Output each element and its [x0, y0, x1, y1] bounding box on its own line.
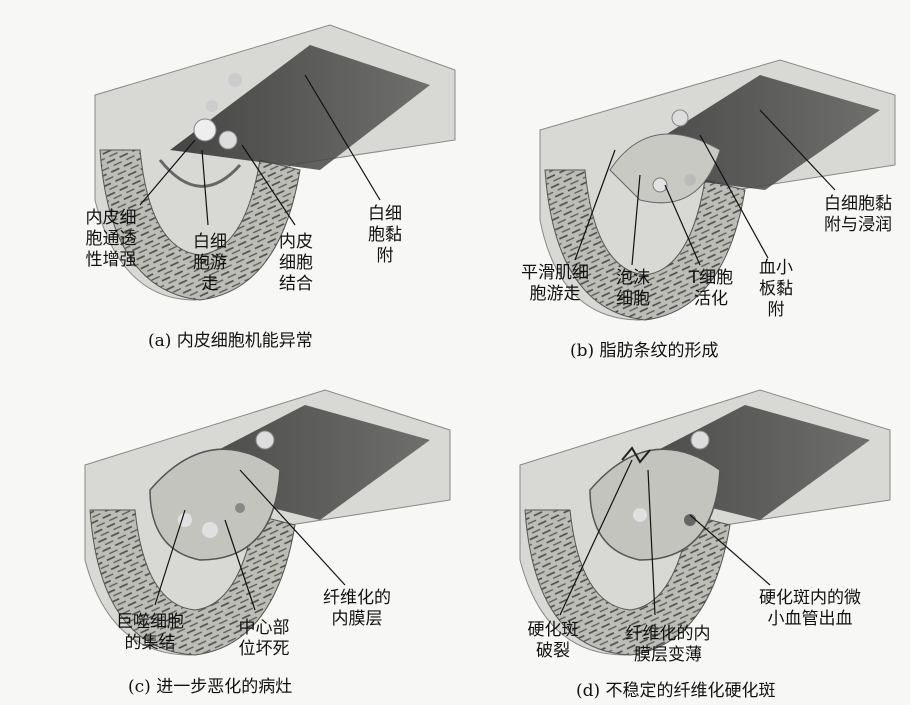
label-leukocyte-infiltration: 白细胞黏 附与浸润	[810, 194, 906, 236]
label-central-necrosis: 中心部 位坏死	[226, 618, 302, 660]
label-endothelial-permeability: 内皮细 胞通透 性增强	[66, 208, 156, 271]
label-smooth-muscle-migration: 平滑肌细 胞游走	[500, 263, 610, 305]
label-endothelial-adhesion: 内皮 细胞 结合	[266, 232, 326, 295]
caption-a: (a) 内皮细胞机能异常	[148, 326, 313, 351]
label-fibrous-intima: 纤维化的 内膜层	[312, 588, 402, 630]
caption-b: (b) 脂肪条纹的形成	[570, 336, 719, 361]
label-macrophage-aggregation: 巨噬细胞 的集结	[100, 612, 200, 654]
label-plaque-rupture: 硬化斑 破裂	[518, 620, 588, 662]
label-leukocyte-adhesion: 白细 胞黏 附	[360, 204, 410, 267]
label-microvessel-hemorrhage: 硬化斑内的微 小血管出血	[740, 588, 880, 630]
label-t-cell-activation: T细胞 活化	[678, 268, 744, 310]
label-platelet-adhesion: 血小 板黏 附	[756, 258, 796, 321]
caption-d: (d) 不稳定的纤维化硬化斑	[576, 676, 776, 701]
label-foam-cells: 泡沫 细胞	[608, 268, 658, 310]
label-leukocyte-migration: 白细 胞游 走	[180, 232, 240, 295]
label-thinning-fibrous-intima: 纤维化的内 膜层变薄	[610, 624, 726, 666]
caption-c: (c) 进一步恶化的病灶	[128, 672, 292, 697]
